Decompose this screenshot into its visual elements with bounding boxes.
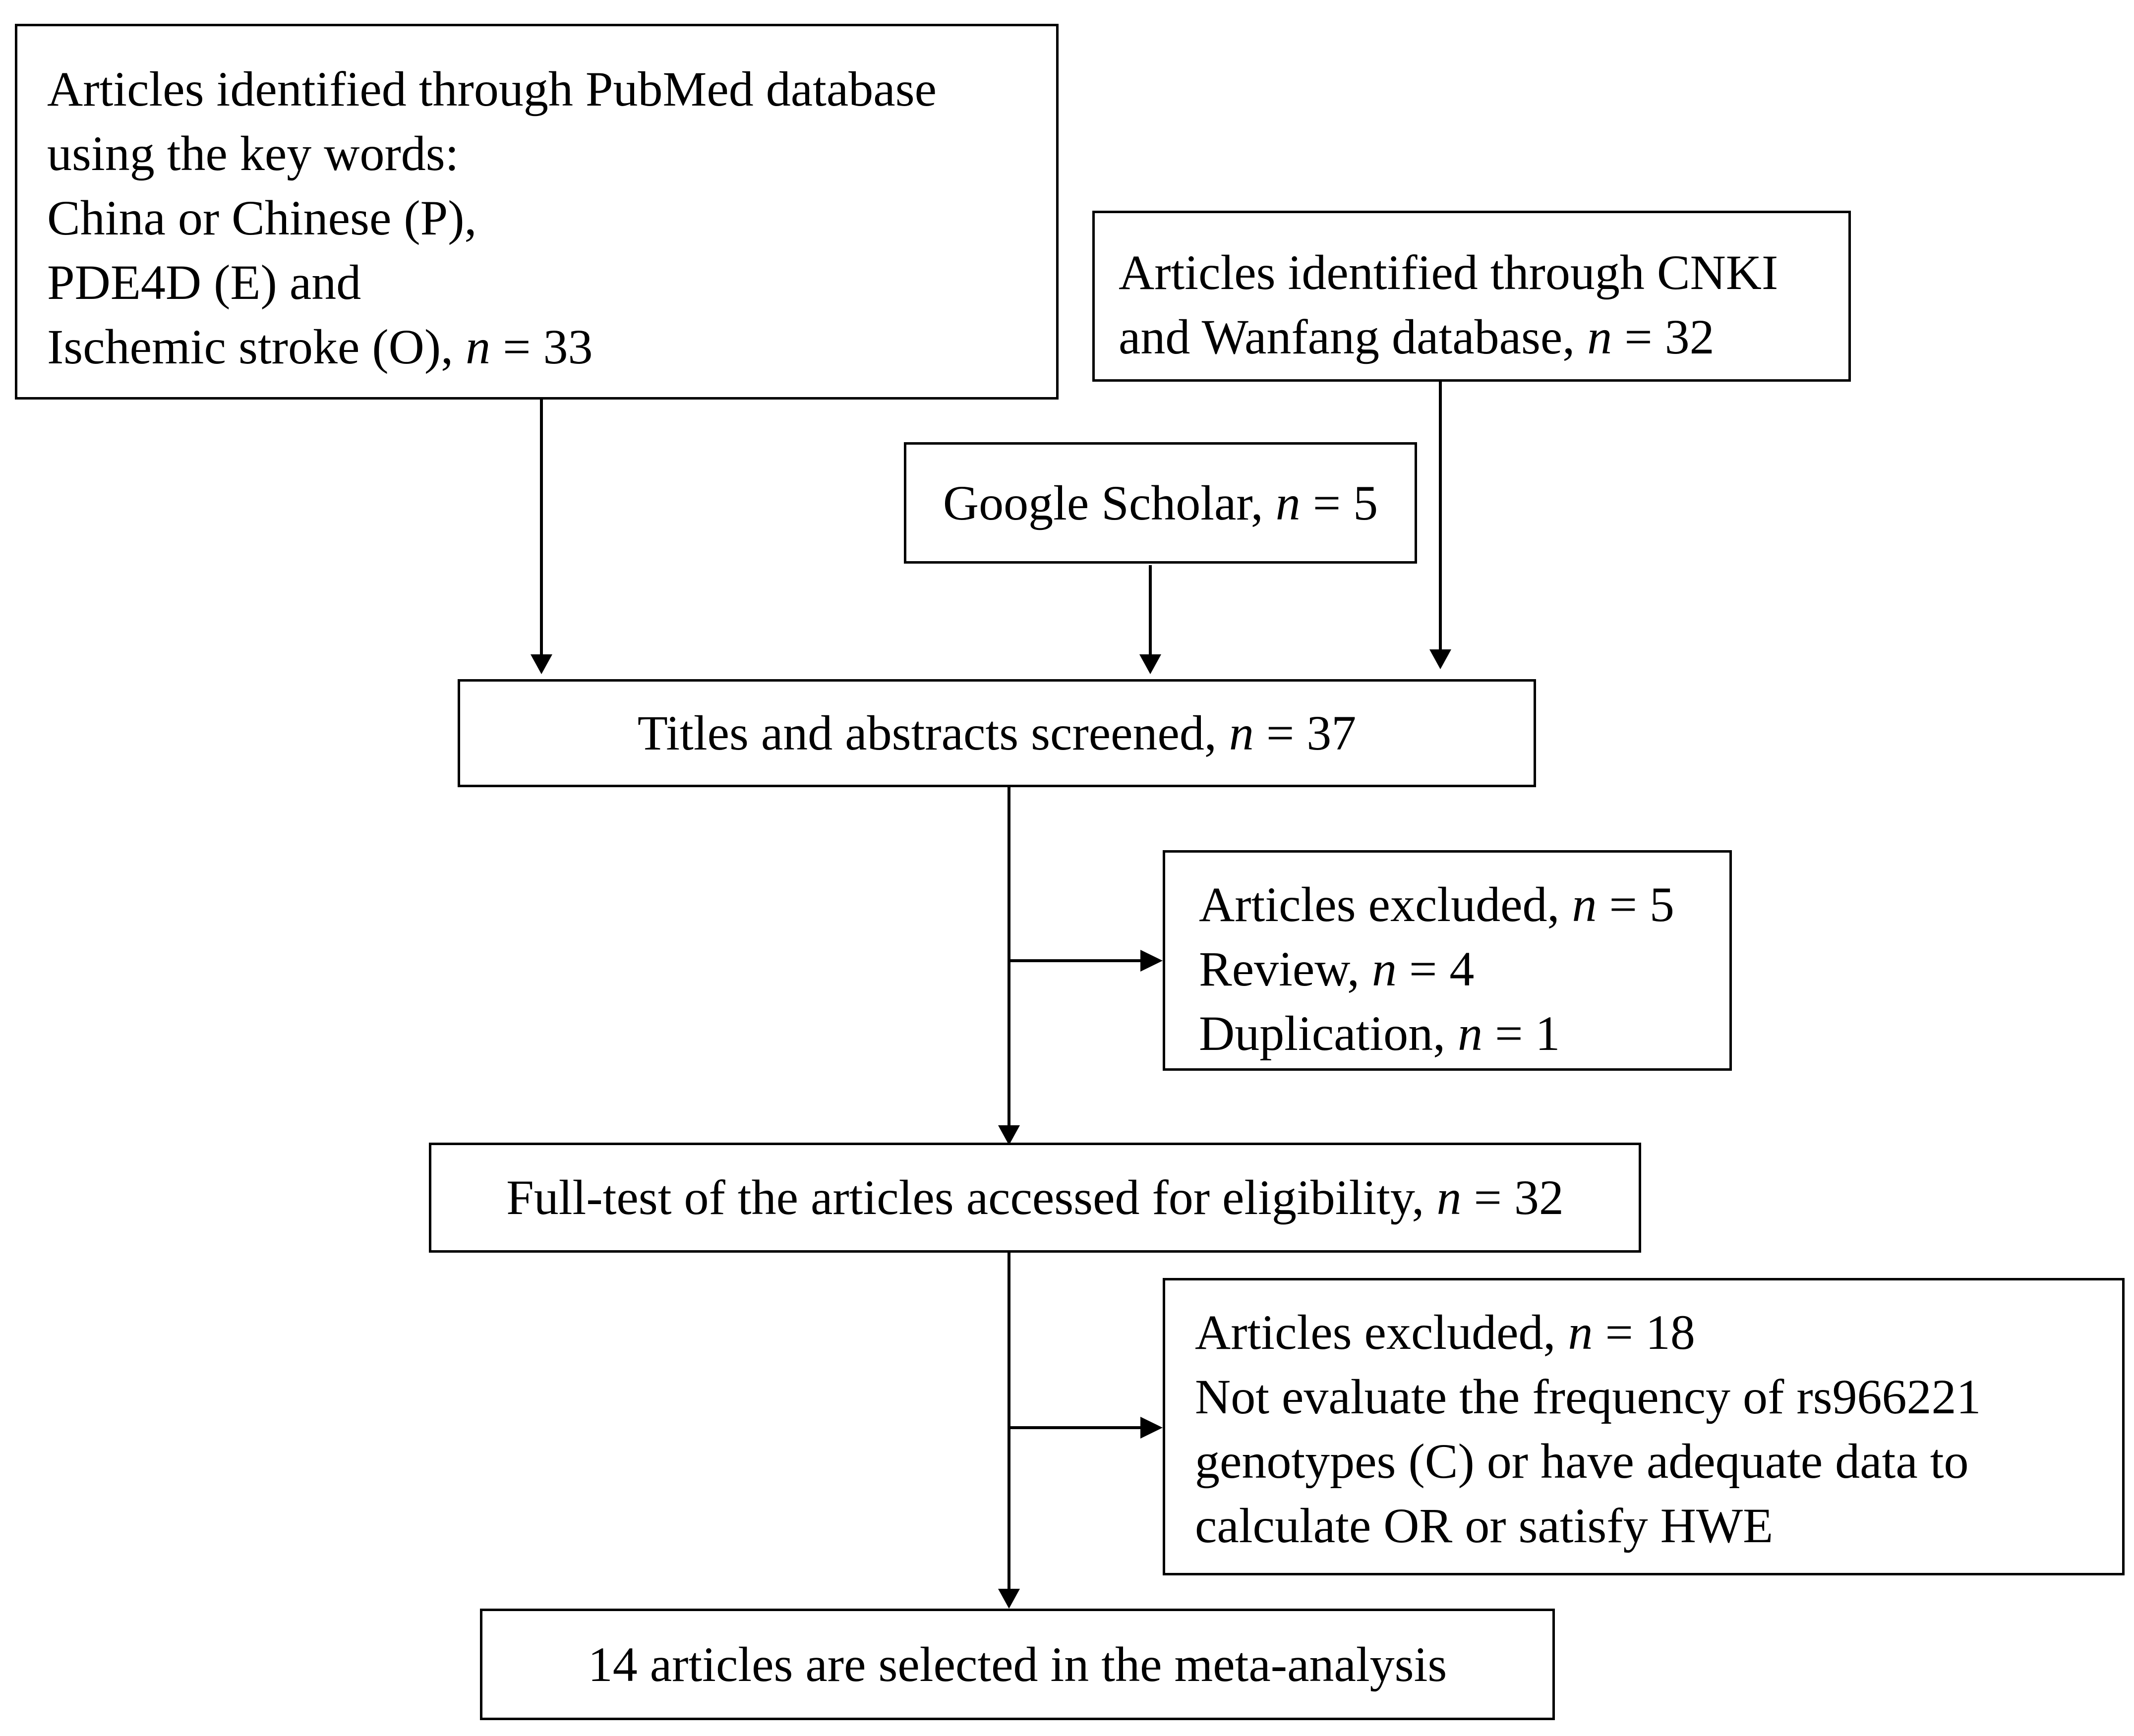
screened-n-symbol: n <box>1229 705 1254 760</box>
excluded-1-box: Articles excluded, n = 5 Review, n = 4 D… <box>1163 850 1732 1071</box>
pubmed-line-3: China or Chinese (P), <box>47 190 477 245</box>
cnki-n-symbol: n <box>1587 309 1612 364</box>
excluded-1-row-3-n: n <box>1458 1006 1483 1061</box>
google-line: Google Scholar, n = 5 <box>943 471 1378 535</box>
arrowhead-excluded-1 <box>1140 950 1163 972</box>
pubmed-line-2: using the key words: <box>47 126 459 181</box>
excluded-1-row-1-prefix: Articles excluded, <box>1199 877 1572 932</box>
excluded-2-count: = 18 <box>1593 1305 1695 1360</box>
selected-box: 14 articles are selected in the meta-ana… <box>480 1609 1555 1720</box>
excluded-1-row-2-count: = 4 <box>1396 941 1475 996</box>
fulltext-prefix: Full-test of the articles accessed for e… <box>506 1170 1437 1225</box>
pubmed-box: Articles identified through PubMed datab… <box>15 24 1059 400</box>
arrowhead-excluded-2 <box>1140 1417 1163 1439</box>
excluded-1-row-2: Review, n = 4 <box>1199 937 1729 1001</box>
pubmed-line-1: Articles identified through PubMed datab… <box>47 61 937 116</box>
cnki-line-1: Articles identified through CNKI <box>1119 245 1778 300</box>
pubmed-line-4: PDE4D (E) and <box>47 255 361 310</box>
google-scholar-box: Google Scholar, n = 5 <box>904 442 1417 564</box>
arrowhead-cnki <box>1429 649 1451 669</box>
screened-line: Titles and abstracts screened, n = 37 <box>638 701 1357 765</box>
screened-prefix: Titles and abstracts screened, <box>637 705 1229 760</box>
arrowhead-selected <box>998 1589 1020 1609</box>
screened-count: = 37 <box>1253 705 1357 760</box>
arrowhead-fulltext <box>998 1125 1020 1145</box>
excluded-2-row-1-prefix: Articles excluded, <box>1195 1305 1568 1360</box>
excluded-2-n-symbol: n <box>1568 1305 1593 1360</box>
cnki-box: Articles identified through CNKI and Wan… <box>1092 211 1851 382</box>
excluded-1-row-2-n: n <box>1371 941 1397 996</box>
pubmed-line-5: Ischemic stroke (O), n = 33 <box>47 315 1056 379</box>
excluded-2-row-4: calculate OR or satisfy HWE <box>1195 1498 1774 1553</box>
fulltext-n-symbol: n <box>1436 1170 1462 1225</box>
excluded-1-row-1-count: = 5 <box>1597 877 1674 932</box>
excluded-1-row-2-prefix: Review, <box>1199 941 1372 996</box>
cnki-line-2-prefix: and Wanfang database, <box>1119 309 1588 364</box>
screened-box: Titles and abstracts screened, n = 37 <box>458 679 1536 787</box>
excluded-2-row-3: genotypes (C) or have adequate data to <box>1195 1434 1969 1489</box>
fulltext-line: Full-test of the articles accessed for e… <box>506 1165 1564 1230</box>
excluded-2-row-2: Not evaluate the frequency of rs966221 <box>1195 1369 1981 1424</box>
google-prefix: Google Scholar, <box>943 475 1276 530</box>
selected-line: 14 articles are selected in the meta-ana… <box>588 1636 1447 1692</box>
fulltext-count: = 32 <box>1461 1170 1564 1225</box>
pubmed-last-prefix: Ischemic stroke (O), <box>47 319 466 374</box>
excluded-1-row-3: Duplication, n = 1 <box>1199 1001 1729 1066</box>
google-count: = 5 <box>1300 475 1378 530</box>
excluded-1-row-3-count: = 1 <box>1482 1006 1560 1061</box>
google-n-symbol: n <box>1275 475 1301 530</box>
excluded-1-row-1-n: n <box>1572 877 1597 932</box>
arrowhead-google <box>1139 654 1161 674</box>
cnki-line-2: and Wanfang database, n = 32 <box>1119 305 1848 369</box>
excluded-2-box: Articles excluded, n = 18 Not evaluate t… <box>1163 1278 2125 1575</box>
pubmed-n-symbol: n <box>466 319 491 374</box>
excluded-1-row-1: Articles excluded, n = 5 <box>1199 872 1729 937</box>
arrowhead-pubmed <box>531 654 552 674</box>
cnki-count: = 32 <box>1612 309 1715 364</box>
excluded-2-row-1: Articles excluded, n = 18 <box>1195 1300 2122 1365</box>
pubmed-count: = 33 <box>490 319 593 374</box>
fulltext-box: Full-test of the articles accessed for e… <box>429 1143 1641 1253</box>
excluded-1-row-3-prefix: Duplication, <box>1199 1006 1458 1061</box>
